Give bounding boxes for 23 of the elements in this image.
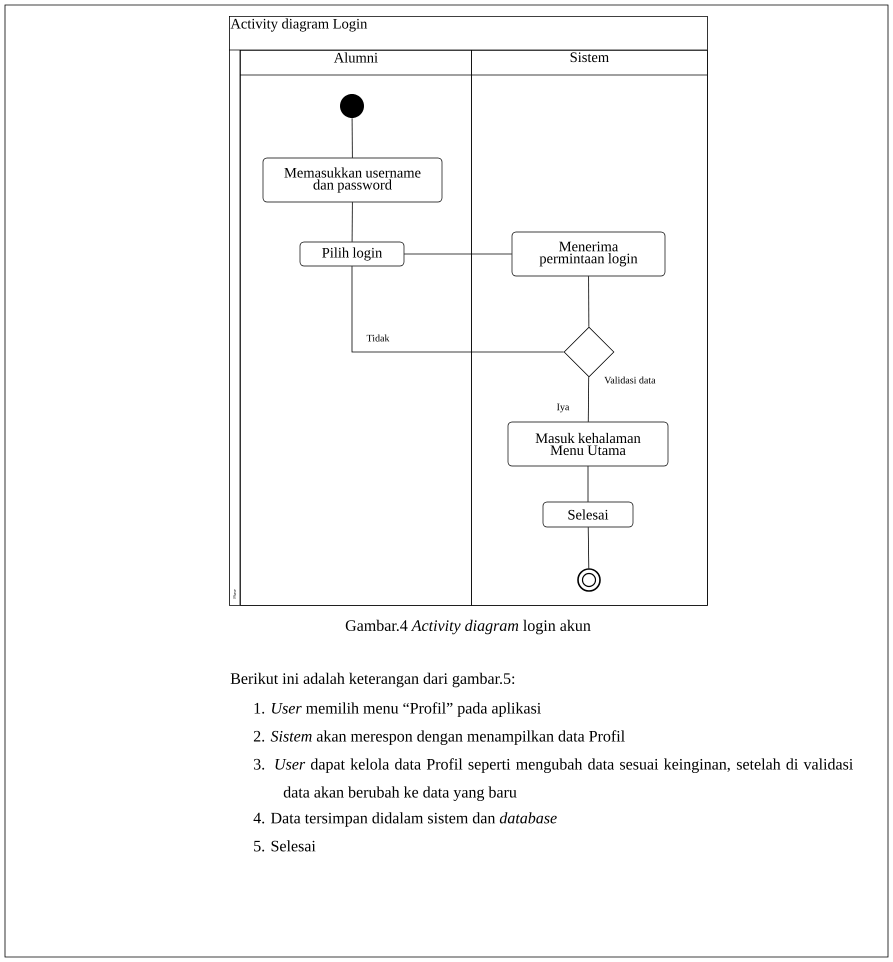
paragraph: Berikut ini adalah keterangan dari gambar.5:	[230, 672, 514, 688]
edge-label: Tidak	[366, 334, 390, 343]
list-item: 1. User memilih menu “Profil” pada aplikasi	[254, 702, 541, 717]
connector	[588, 276, 590, 328]
action-box: Masuk kehalaman Menu Utama	[508, 422, 668, 466]
figure-caption: Gambar.4 Activity diagram login akun	[346, 620, 591, 634]
connector	[588, 526, 590, 569]
list-item: 5. Selesai	[254, 840, 316, 852]
connector	[352, 266, 564, 352]
edge-label: Iya	[556, 402, 570, 414]
list-item: 2. Sistem akan merespon dengan menampilkan data Profil	[254, 730, 625, 745]
action-box: Pilih login	[300, 242, 404, 266]
action-box: Memasukkan username dan password	[262, 158, 442, 202]
start-node	[340, 94, 364, 118]
connector	[588, 376, 590, 422]
decision-diamond	[564, 326, 614, 378]
connector	[352, 202, 353, 242]
action-box: Selesai	[542, 502, 634, 528]
action-box: Menerima permintaan login	[512, 232, 666, 276]
list-item: 4. Data tersimpan didalam sistem dan database	[254, 812, 557, 827]
decision-label: Validasi data	[604, 376, 656, 384]
connector	[352, 118, 353, 158]
end-node	[577, 568, 601, 592]
